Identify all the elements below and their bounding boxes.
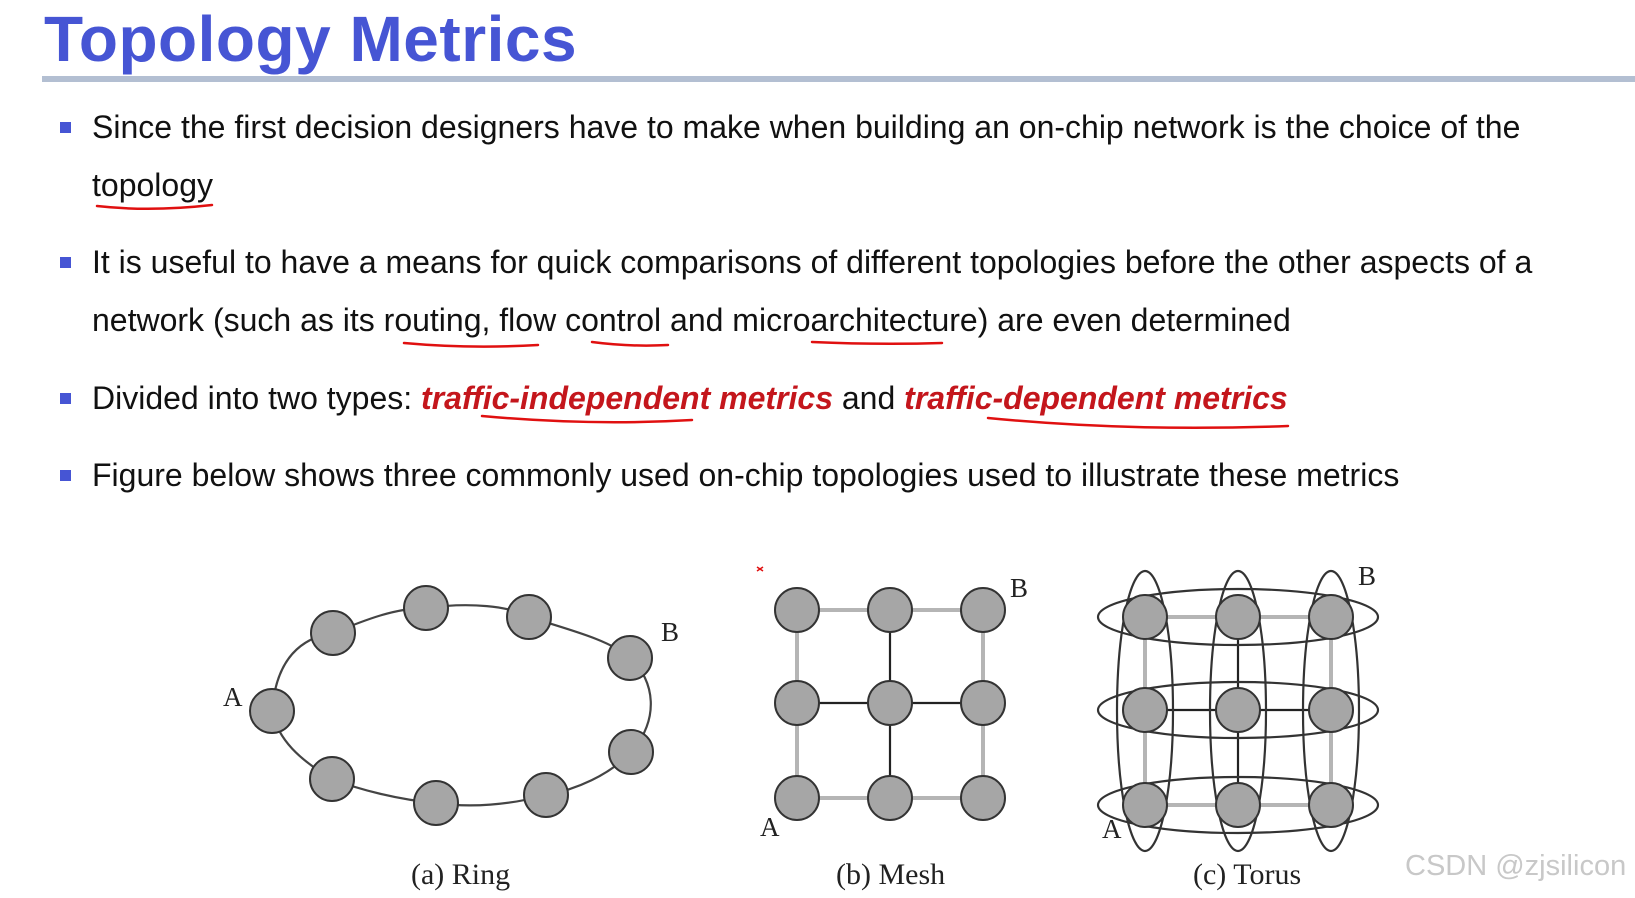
bullet-2-line-2: network (such as its routing, flow contr… — [92, 302, 1291, 338]
watermark: CSDN @zjsilicon — [1405, 850, 1627, 882]
bullet-1-line-1: Since the first decision designers have … — [92, 109, 1521, 145]
ring-caption: (a) Ring — [411, 858, 511, 891]
title-divider — [42, 76, 1635, 82]
bullet-1-line-2: topology — [92, 167, 213, 203]
bullet-marker — [60, 122, 71, 133]
torus-caption: (c) Torus — [1193, 858, 1302, 891]
traffic-independent-metrics: traffic-independent metrics — [421, 380, 833, 416]
bullet-marker — [60, 470, 71, 481]
bullet-3-prefix: Divided into two types: — [92, 380, 422, 416]
bullet-marker — [60, 393, 71, 404]
bullet-3-connector: and — [832, 380, 905, 416]
bullet-4-line: Figure below shows three commonly used o… — [92, 457, 1400, 493]
slide-title: Topology Metrics — [44, 3, 578, 75]
mesh-caption: (b) Mesh — [836, 858, 946, 891]
bullet-3-line: Divided into two types: traffic-independ… — [92, 379, 1288, 417]
bullet-marker — [60, 257, 71, 268]
traffic-dependent-metrics: traffic-dependent metrics — [904, 380, 1288, 416]
bullet-2-line-1: It is useful to have a means for quick c… — [92, 244, 1533, 280]
